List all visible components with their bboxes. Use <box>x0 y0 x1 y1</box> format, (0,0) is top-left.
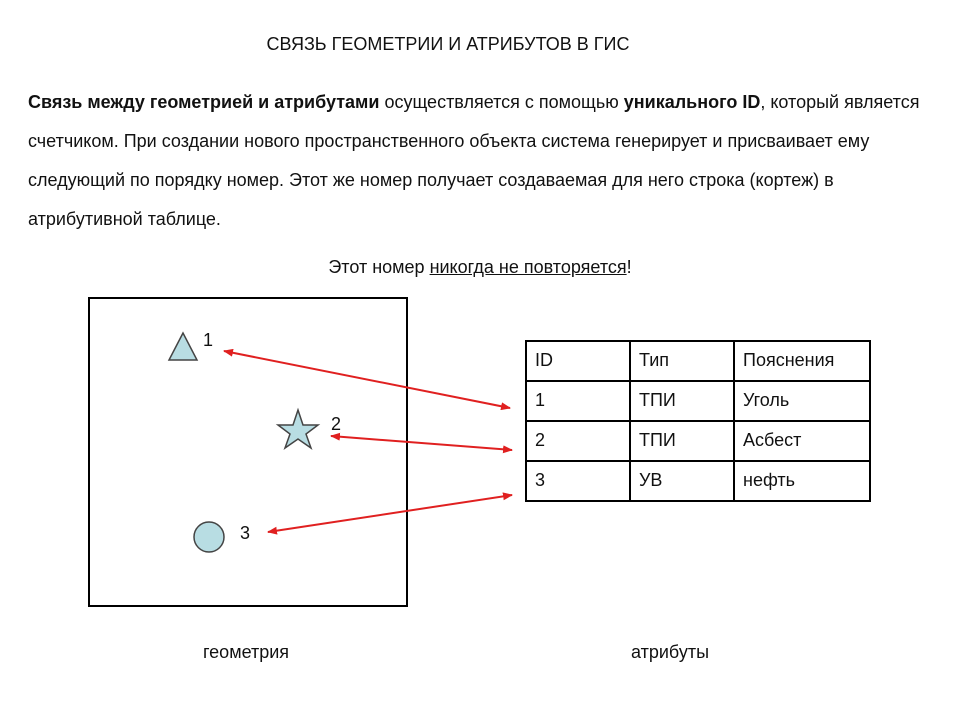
table-row: 1 ТПИ Уголь <box>525 380 871 422</box>
table-cell: 2 <box>525 420 631 462</box>
table-cell: ТПИ <box>629 420 735 462</box>
paragraph-text-1: осуществляется с помощью <box>379 92 624 112</box>
note-prefix: Этот номер <box>328 257 430 277</box>
table-cell: УВ <box>629 460 735 502</box>
table-cell: ТПИ <box>629 380 735 422</box>
geometry-caption: геометрия <box>203 642 290 662</box>
note-suffix: ! <box>626 257 632 277</box>
header-cell: Тип <box>629 340 735 382</box>
label-2: 2 <box>331 414 342 434</box>
circle-shape <box>193 521 225 553</box>
header-cell: ID <box>525 340 631 382</box>
label-3: 3 <box>240 523 251 543</box>
bold-phrase-link: Связь между геометрией и атрибутами <box>28 92 380 112</box>
table-cell: нефть <box>733 460 871 502</box>
paragraph-text-2: , который является счетчиком. При создан… <box>28 92 920 229</box>
table-cell: 1 <box>525 380 631 422</box>
attribute-table: ID Тип Пояснения 1 ТПИ Уголь 2 ТПИ Асбес… <box>525 340 871 502</box>
arrow-1 <box>223 348 511 411</box>
attributes-caption: атрибуты <box>631 642 710 662</box>
arrow-2 <box>330 432 513 454</box>
table-cell: Уголь <box>733 380 871 422</box>
triangle-shape <box>167 331 199 361</box>
table-header-row: ID Тип Пояснения <box>525 340 871 382</box>
table-row: 2 ТПИ Асбест <box>525 420 871 462</box>
arrow-3 <box>267 492 513 535</box>
label-1: 1 <box>203 330 214 350</box>
star-shape <box>275 407 321 450</box>
header-cell: Пояснения <box>733 340 871 382</box>
bold-phrase-id: уникального ID <box>623 92 761 112</box>
uniqueness-note: Этот номер никогда не повторяется! <box>0 257 960 278</box>
table-row: 3 УВ нефть <box>525 460 871 502</box>
slide-title: СВЯЗЬ ГЕОМЕТРИИ И АТРИБУТОВ В ГИС <box>266 34 630 54</box>
table-cell: 3 <box>525 460 631 502</box>
table-cell: Асбест <box>733 420 871 462</box>
description-paragraph: Связь между геометрией и атрибутами осущ… <box>28 83 928 239</box>
note-underlined: никогда не повторяется <box>429 257 627 277</box>
